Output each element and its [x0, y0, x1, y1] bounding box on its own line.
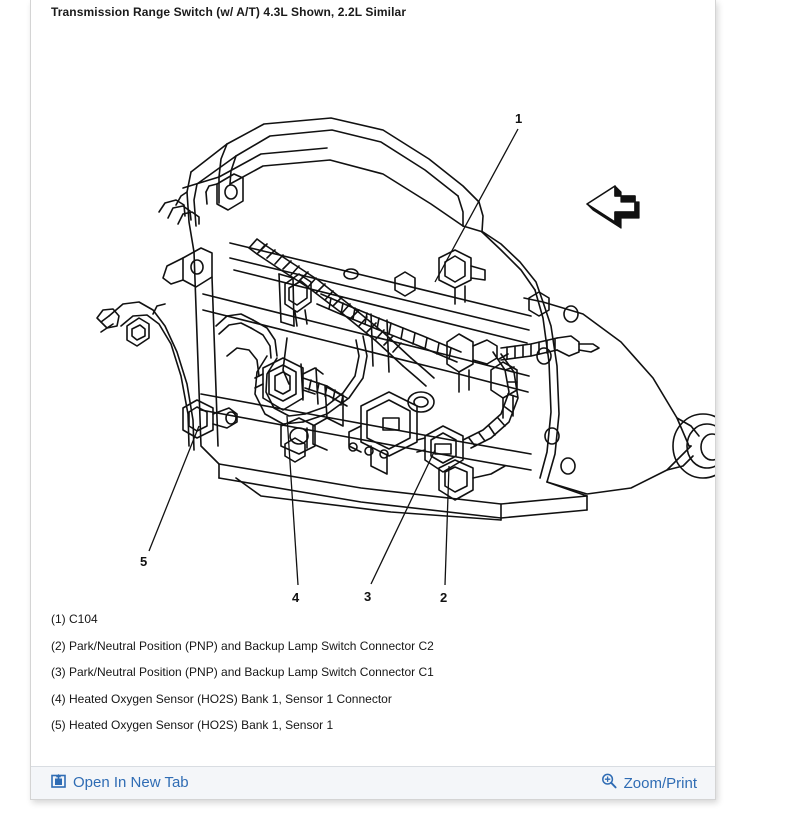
left-case-wiring	[215, 313, 278, 377]
callout-number-4: 4	[292, 590, 300, 605]
legend-item: (1) C104	[51, 612, 98, 626]
legend-item: (2) Park/Neutral Position (PNP) and Back…	[51, 638, 434, 653]
transmission-diagram[interactable]: 1 2 3 4 5	[31, 26, 715, 614]
zoom-print-label: Zoom/Print	[623, 774, 697, 792]
tail-housing	[523, 289, 715, 497]
cooler-lines-left	[96, 301, 238, 451]
valve-body-detail	[280, 385, 418, 475]
direction-arrow-icon	[586, 185, 640, 229]
callout-number-3: 3	[364, 589, 371, 604]
leader-5	[148, 425, 200, 552]
magnifier-plus-icon	[601, 773, 617, 793]
callout-number-5: 5	[140, 554, 147, 569]
legend-item: (5) Heated Oxygen Sensor (HO2S) Bank 1, …	[51, 718, 334, 732]
case-fasteners	[284, 271, 550, 463]
callout-leaders	[148, 128, 519, 586]
transmission-diagram-svg: 1 2 3 4 5	[96, 111, 715, 605]
open-in-new-tab-icon	[51, 773, 66, 792]
harness-center-bundle	[316, 293, 462, 363]
callout-number-2: 2	[440, 590, 447, 605]
transmission-case	[193, 225, 588, 521]
callout-numbers: 1 2 3 4 5	[140, 111, 522, 605]
page-title: Transmission Range Switch (w/ A/T) 4.3L …	[51, 5, 407, 19]
bellhousing-outline	[158, 117, 484, 288]
harness-wrapped-main	[248, 238, 435, 387]
viewer-toolbar: Open In New Tab Zoom/Print	[31, 766, 715, 799]
top-rail-brackets	[438, 249, 518, 419]
legend-item: (4) Heated Oxygen Sensor (HO2S) Bank 1, …	[51, 691, 392, 706]
callout-legend: (1) C104 (2) Park/Neutral Position (PNP)…	[51, 612, 691, 745]
right-ribbed-tube	[500, 335, 600, 361]
open-in-new-tab-label: Open In New Tab	[73, 774, 189, 791]
connector-pnp-c1-c2	[416, 351, 519, 501]
zoom-print-button[interactable]: Zoom/Print	[601, 773, 697, 793]
open-in-new-tab-button[interactable]: Open In New Tab	[51, 773, 189, 792]
leader-3	[370, 449, 436, 585]
leader-4	[286, 415, 299, 586]
legend-item: (3) Park/Neutral Position (PNP) and Back…	[51, 665, 434, 679]
harness-clamp-mid	[284, 273, 312, 327]
callout-number-1: 1	[515, 111, 522, 126]
image-viewer-panel: Transmission Range Switch (w/ A/T) 4.3L …	[30, 0, 716, 800]
leader-1	[434, 128, 519, 283]
leader-2	[444, 465, 450, 586]
